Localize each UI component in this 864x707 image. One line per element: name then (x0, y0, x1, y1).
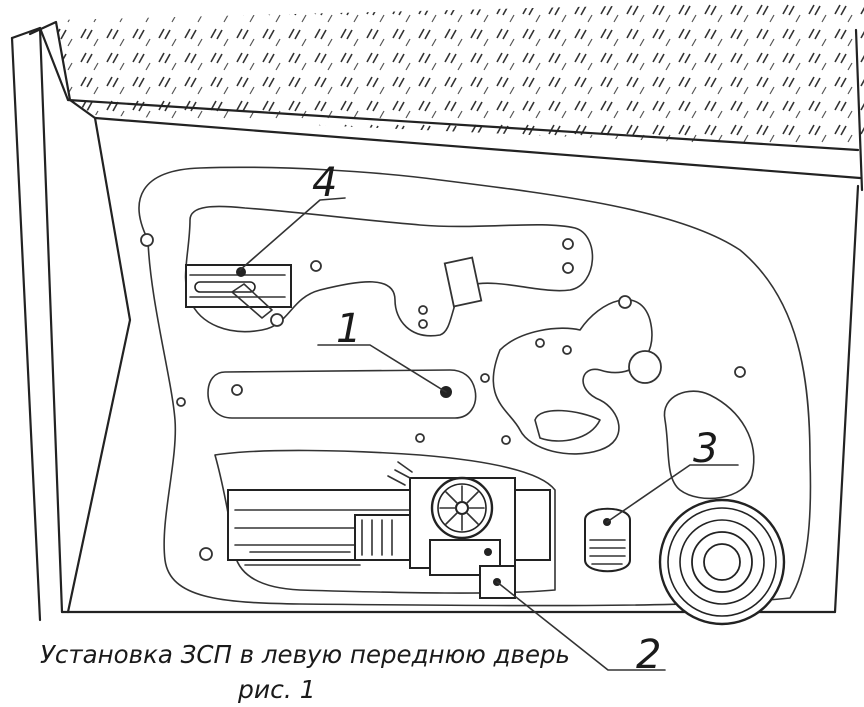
door-frame (10, 20, 860, 622)
callout-2: 2 (636, 632, 661, 678)
leader-line-2 (496, 581, 666, 671)
speaker (658, 498, 786, 626)
callout-1: 1 (336, 306, 361, 352)
lock-mechanism (185, 264, 292, 319)
callout-3: 3 (693, 426, 718, 472)
panel-slot (207, 369, 477, 419)
callout-4: 4 (312, 160, 337, 206)
leader-line-3 (606, 464, 739, 523)
panel-hole (140, 233, 154, 247)
inner-door-panel (138, 166, 812, 607)
window-glass (56, 0, 864, 192)
figure-number: рис. 1 (237, 675, 316, 704)
label-sticker (443, 256, 483, 308)
window-regulator-motor (227, 461, 551, 599)
leader-line-4 (239, 197, 346, 271)
leader-line-1 (317, 344, 447, 393)
plug-hole (584, 507, 631, 573)
lock-screw (236, 267, 246, 277)
leader-lines (239, 197, 739, 671)
figure-caption: Установка ЗСП в левую переднюю дверь (40, 640, 570, 669)
